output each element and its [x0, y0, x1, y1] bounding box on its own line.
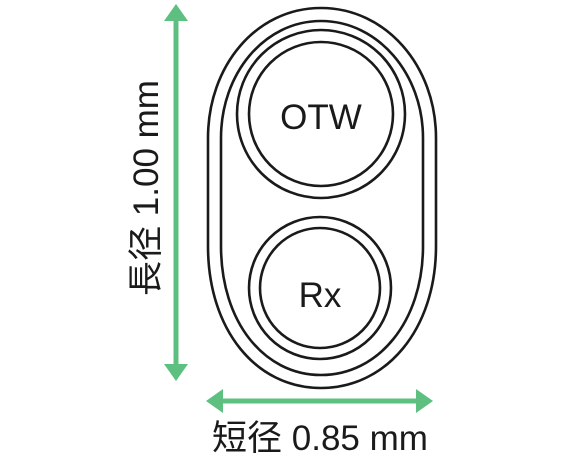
long-axis-arrowhead-top [164, 4, 188, 21]
otw-lumen-outer-ring [235, 28, 407, 200]
otw-label: OTW [280, 98, 362, 137]
long-axis-arrowhead-bottom [164, 364, 188, 381]
catheter-outer-outline [206, 6, 438, 390]
long-axis-arrow [164, 4, 188, 381]
rx-lumen [247, 215, 393, 361]
otw-lumen-inner-ring [247, 40, 395, 188]
catheter-body [206, 6, 438, 390]
rx-label: Rx [299, 276, 342, 315]
catheter-inner-outline [219, 19, 425, 377]
short-axis-arrow [206, 389, 433, 413]
rx-lumen-inner-ring [258, 226, 382, 350]
long-axis-label: 長径 1.00 mm [127, 80, 166, 296]
otw-lumen [235, 28, 407, 200]
short-axis-arrowhead-right [416, 389, 433, 413]
rx-lumen-outer-ring [247, 215, 393, 361]
short-axis-arrowhead-left [206, 389, 223, 413]
short-axis-label: 短径 0.85 mm [212, 419, 428, 458]
